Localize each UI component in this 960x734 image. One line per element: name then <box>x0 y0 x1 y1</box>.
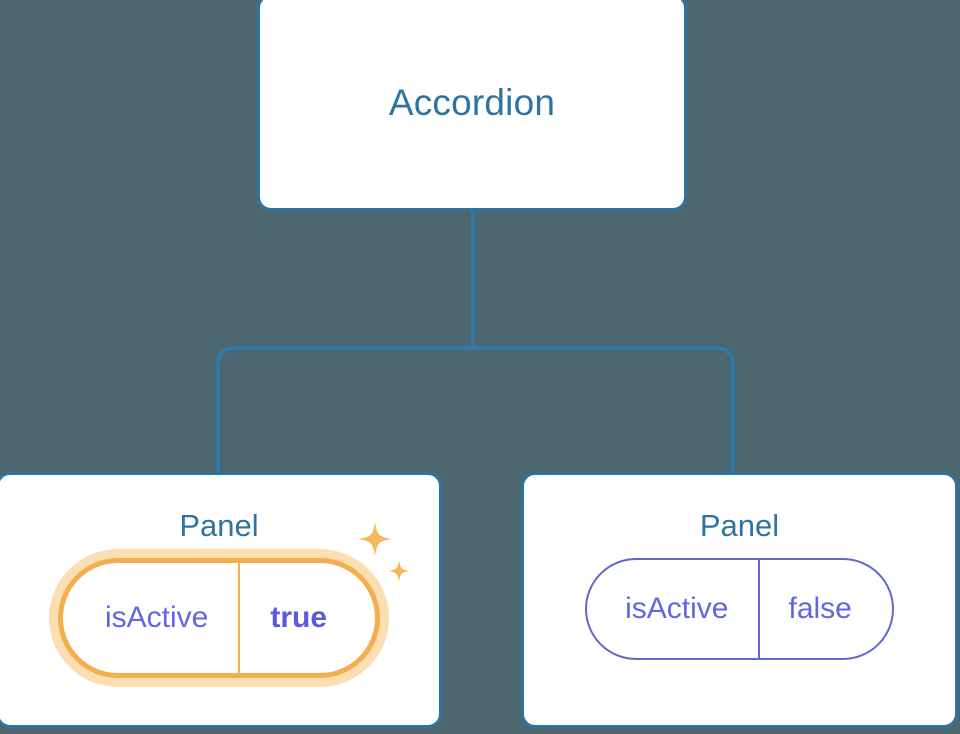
sparkle-large-icon <box>358 522 393 556</box>
prop-pill-wrapper-right: isActive false <box>585 558 894 660</box>
prop-key-label: isActive <box>587 560 761 658</box>
connector-branch-bar <box>216 346 735 472</box>
prop-value-label: true <box>270 601 328 634</box>
node-card-panel-right[interactable]: Panel isActive false <box>521 472 958 728</box>
node-title-accordion: Accordion <box>388 82 556 123</box>
node-card-panel-left[interactable]: Panel isActive true <box>0 472 442 728</box>
prop-value-label: false <box>788 592 852 625</box>
sparkle-small-icon <box>388 560 411 582</box>
prop-pill-isactive-true[interactable]: isActive true <box>57 558 381 678</box>
node-title-panel-right: Panel <box>699 508 780 543</box>
node-title-panel-left: Panel <box>179 508 259 543</box>
prop-pill-wrapper-left: isActive true <box>57 522 411 678</box>
node-card-accordion[interactable]: Accordion <box>257 0 687 211</box>
prop-key-label: isActive <box>63 563 241 673</box>
prop-pill-isactive-false[interactable]: isActive false <box>585 558 894 660</box>
